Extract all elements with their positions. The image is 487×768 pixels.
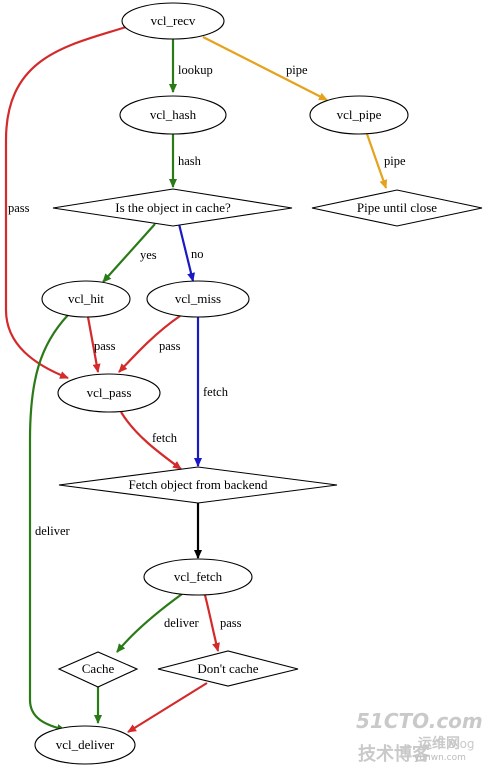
svg-text:vcl_hit: vcl_hit — [68, 291, 104, 306]
label-pass-left: pass — [8, 201, 30, 215]
label-miss-pass: pass — [159, 339, 181, 353]
edge-pipe-close — [365, 133, 388, 189]
node-vcl-recv: vcl_recv — [121, 2, 225, 40]
edge-pass-fetch — [120, 411, 182, 470]
edge-vclfetch-dontcache — [203, 594, 220, 652]
node-vcl-hit: vcl_hit — [41, 280, 131, 318]
nodes: vcl_recv vcl_hash vcl_pipe Is the object… — [34, 2, 483, 765]
node-vcl-fetch: vcl_fetch — [143, 558, 253, 596]
node-vcl-pass: vcl_pass — [57, 373, 161, 413]
label-yes: yes — [140, 248, 157, 262]
watermark-blog: Blog — [448, 737, 475, 751]
label-hit-pass: pass — [94, 339, 116, 353]
edge-vclfetch-cache — [116, 593, 183, 653]
label-pass-fetch: fetch — [152, 431, 178, 445]
node-vcl-deliver: vcl_deliver — [34, 725, 136, 765]
edge-hit-deliver — [28, 314, 69, 732]
svg-text:Cache: Cache — [82, 661, 115, 676]
edge-labels: lookup pipe pass hash pipe yes no pass p… — [8, 63, 406, 630]
watermark-cn-left: 技术博客 — [358, 743, 431, 765]
label-pipe-top: pipe — [286, 63, 308, 77]
svg-text:Pipe until close: Pipe until close — [357, 200, 437, 215]
edge-recv-pipe — [202, 36, 328, 101]
label-fetch-deliver: deliver — [164, 616, 200, 630]
svg-text:Don't cache: Don't cache — [197, 661, 258, 676]
label-no: no — [191, 247, 204, 261]
label-hash: hash — [178, 154, 202, 168]
svg-text:vcl_pipe: vcl_pipe — [337, 107, 382, 122]
node-cache-decision: Cache — [57, 651, 139, 688]
label-pipe-right: pipe — [384, 154, 406, 168]
node-vcl-pipe: vcl_pipe — [309, 95, 409, 135]
node-pipe-until-close: Pipe until close — [311, 189, 483, 227]
svg-text:vcl_recv: vcl_recv — [151, 13, 196, 28]
svg-text:Is the object in cache?: Is the object in cache? — [115, 200, 231, 215]
watermark-site: 51CTO.com — [356, 709, 483, 733]
svg-text:vcl_miss: vcl_miss — [175, 291, 221, 306]
svg-text:vcl_hash: vcl_hash — [150, 107, 197, 122]
watermark-domain: yunwn.com — [414, 753, 466, 763]
edge-cache-miss — [177, 223, 195, 282]
edge-hit-pass — [86, 316, 101, 373]
label-miss-fetch: fetch — [203, 385, 229, 399]
svg-text:vcl_fetch: vcl_fetch — [174, 569, 223, 584]
label-deliver-left: deliver — [35, 524, 71, 538]
watermark-cn-right: 运维网 — [418, 735, 460, 752]
edges — [4, 25, 388, 733]
svg-text:Fetch object from backend: Fetch object from backend — [129, 477, 268, 492]
edge-recv-pass — [4, 25, 127, 380]
label-lookup: lookup — [178, 63, 213, 77]
node-vcl-miss: vcl_miss — [146, 280, 250, 318]
edge-miss-pass — [118, 315, 181, 373]
watermark: 51CTO.com 运维网 技术博客 yunwn.com Blog — [356, 709, 483, 765]
node-fetch-from-backend: Fetch object from backend — [58, 466, 338, 504]
edge-dontcache-deliver — [127, 682, 208, 733]
svg-text:vcl_deliver: vcl_deliver — [56, 737, 115, 752]
node-in-cache-decision: Is the object in cache? — [52, 188, 293, 227]
svg-text:vcl_pass: vcl_pass — [87, 385, 132, 400]
label-fetch-pass: pass — [220, 616, 242, 630]
edge-cache-hit — [102, 223, 156, 283]
node-vcl-hash: vcl_hash — [119, 95, 227, 135]
node-dont-cache-decision: Don't cache — [157, 650, 299, 687]
